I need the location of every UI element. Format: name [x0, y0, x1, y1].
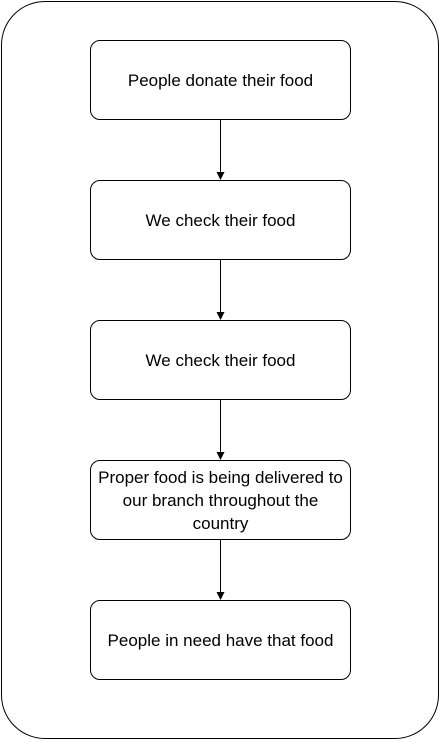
flow-step-donate: People donate their food [90, 40, 351, 120]
flow-step-label: We check their food [145, 350, 296, 370]
flow-step-label: People in need have that food [107, 630, 334, 650]
flow-step-label: We check their food [145, 210, 296, 230]
flow-step-deliver: Proper food is being delivered to our br… [90, 460, 351, 540]
flow-step-check-2: We check their food [90, 320, 351, 400]
flow-step-check-1: We check their food [90, 180, 351, 260]
flow-step-distribute: People in need have that food [90, 600, 351, 680]
flow-step-label: People donate their food [127, 70, 314, 90]
flow-step-label: Proper food is being delivered to our br… [98, 467, 343, 533]
